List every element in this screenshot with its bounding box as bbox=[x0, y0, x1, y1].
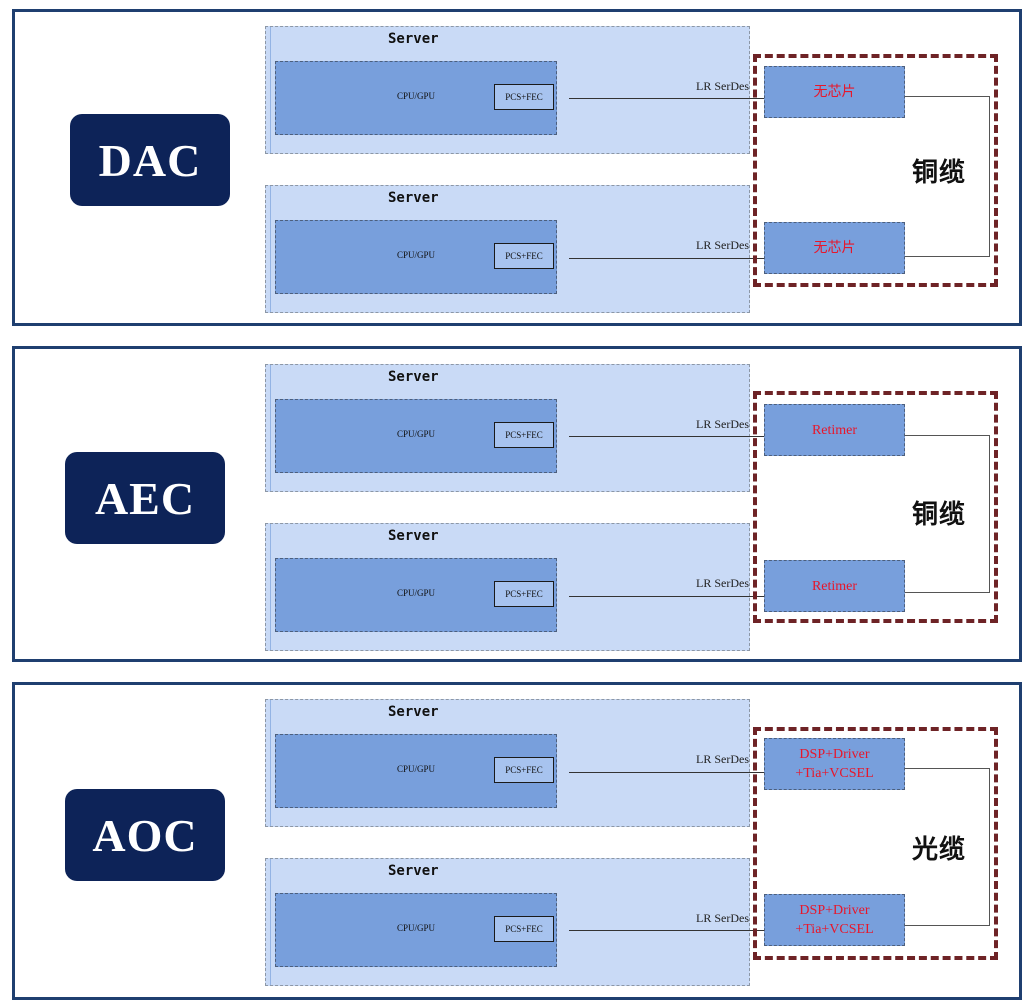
server-stripe bbox=[270, 365, 271, 491]
chip-line-1: DSP+Driver bbox=[799, 747, 870, 762]
cable-line-vertical bbox=[989, 96, 990, 257]
server-stripe bbox=[270, 859, 271, 985]
server-title: Server bbox=[388, 190, 439, 206]
cpu-gpu-box: CPU/GPU PCS+FEC bbox=[275, 893, 557, 967]
chip-line-2: +Tia+VCSEL bbox=[795, 922, 874, 937]
cable-line-bottom bbox=[905, 256, 990, 257]
cable-chip: Retimer bbox=[764, 560, 905, 612]
dac-tag: DAC bbox=[70, 114, 230, 206]
cable-line-vertical bbox=[989, 768, 990, 926]
lr-serdes-label: LR SerDes bbox=[696, 752, 749, 766]
cable-chip-text: DSP+Driver +Tia+VCSEL bbox=[795, 901, 873, 939]
cable-line-top bbox=[905, 768, 990, 769]
server-stripe bbox=[270, 186, 271, 312]
cable-module-frame bbox=[753, 391, 998, 623]
cable-chip: 无芯片 bbox=[764, 222, 905, 274]
aec-tag: AEC bbox=[65, 452, 225, 544]
cpu-gpu-box: CPU/GPU PCS+FEC bbox=[275, 61, 557, 135]
cpu-gpu-label: CPU/GPU bbox=[396, 250, 435, 260]
serdes-link bbox=[569, 930, 764, 931]
serdes-link bbox=[569, 436, 764, 437]
server-title: Server bbox=[388, 31, 439, 47]
server-box: Server CPU/GPU PCS+FEC LR SerDes bbox=[265, 364, 750, 492]
serdes-link bbox=[569, 596, 764, 597]
serdes-link bbox=[569, 772, 764, 773]
serdes-link bbox=[569, 258, 764, 259]
server-box: Server CPU/GPU PCS+FEC LR SerDes bbox=[265, 858, 750, 986]
cpu-gpu-label: CPU/GPU bbox=[396, 923, 435, 933]
lr-serdes-label: LR SerDes bbox=[696, 911, 749, 925]
pcs-fec-box: PCS+FEC bbox=[494, 243, 554, 269]
cable-line-top bbox=[905, 96, 990, 97]
cpu-gpu-box: CPU/GPU PCS+FEC bbox=[275, 399, 557, 473]
cable-type-label: 铜缆 bbox=[912, 152, 967, 189]
pcs-fec-box: PCS+FEC bbox=[494, 84, 554, 110]
pcs-fec-box: PCS+FEC bbox=[494, 422, 554, 448]
cable-module-frame bbox=[753, 54, 998, 287]
cable-chip: DSP+Driver +Tia+VCSEL bbox=[764, 738, 905, 790]
cable-chip-text: DSP+Driver +Tia+VCSEL bbox=[795, 745, 873, 783]
cable-chip: DSP+Driver +Tia+VCSEL bbox=[764, 894, 905, 946]
cable-type-label: 光缆 bbox=[912, 829, 967, 866]
server-title: Server bbox=[388, 369, 439, 385]
pcs-fec-box: PCS+FEC bbox=[494, 757, 554, 783]
cpu-gpu-label: CPU/GPU bbox=[396, 764, 435, 774]
server-title: Server bbox=[388, 863, 439, 879]
pcs-fec-box: PCS+FEC bbox=[494, 916, 554, 942]
cpu-gpu-box: CPU/GPU PCS+FEC bbox=[275, 734, 557, 808]
cable-line-top bbox=[905, 435, 990, 436]
cpu-gpu-box: CPU/GPU PCS+FEC bbox=[275, 220, 557, 294]
server-stripe bbox=[270, 524, 271, 650]
cable-line-vertical bbox=[989, 435, 990, 593]
cpu-gpu-label: CPU/GPU bbox=[396, 91, 435, 101]
serdes-link bbox=[569, 98, 764, 99]
lr-serdes-label: LR SerDes bbox=[696, 576, 749, 590]
lr-serdes-label: LR SerDes bbox=[696, 417, 749, 431]
cpu-gpu-label: CPU/GPU bbox=[396, 588, 435, 598]
cpu-gpu-label: CPU/GPU bbox=[396, 429, 435, 439]
cable-module-frame bbox=[753, 727, 998, 960]
server-title: Server bbox=[388, 704, 439, 720]
cable-type-label: 铜缆 bbox=[912, 494, 967, 531]
chip-line-1: DSP+Driver bbox=[799, 903, 870, 918]
server-box: Server CPU/GPU PCS+FEC LR SerDes bbox=[265, 699, 750, 827]
server-title: Server bbox=[388, 528, 439, 544]
cpu-gpu-box: CPU/GPU PCS+FEC bbox=[275, 558, 557, 632]
aoc-tag: AOC bbox=[65, 789, 225, 881]
server-box: Server CPU/GPU PCS+FEC LR SerDes bbox=[265, 26, 750, 154]
chip-line-2: +Tia+VCSEL bbox=[795, 766, 874, 781]
server-stripe bbox=[270, 700, 271, 826]
server-stripe bbox=[270, 27, 271, 153]
pcs-fec-box: PCS+FEC bbox=[494, 581, 554, 607]
cable-chip: Retimer bbox=[764, 404, 905, 456]
cable-line-bottom bbox=[905, 925, 990, 926]
server-box: Server CPU/GPU PCS+FEC LR SerDes bbox=[265, 185, 750, 313]
lr-serdes-label: LR SerDes bbox=[696, 238, 749, 252]
cable-line-bottom bbox=[905, 592, 990, 593]
cable-chip: 无芯片 bbox=[764, 66, 905, 118]
server-box: Server CPU/GPU PCS+FEC LR SerDes bbox=[265, 523, 750, 651]
lr-serdes-label: LR SerDes bbox=[696, 79, 749, 93]
